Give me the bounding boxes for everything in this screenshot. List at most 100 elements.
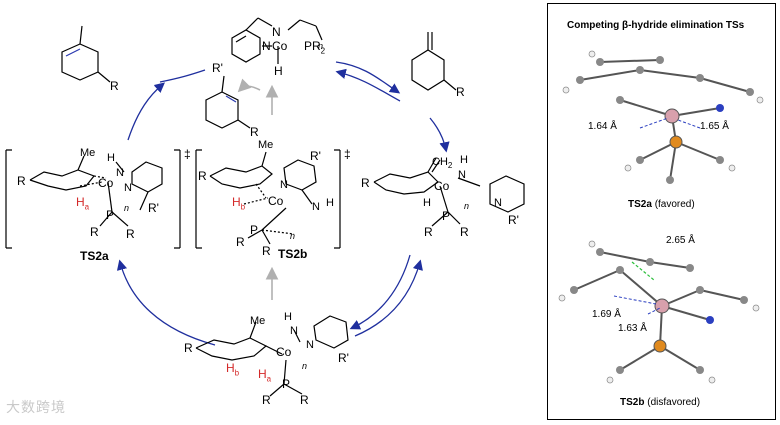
cat-n-subscript: n (318, 41, 324, 51)
major-product-r-label: R (110, 79, 119, 93)
ins-r3-label: R (460, 225, 469, 239)
ts2a-co-label: Co (98, 176, 114, 190)
panel-title: Competing β-hydride elimination TSs (567, 20, 745, 31)
ins-n-subscript: n (464, 201, 470, 211)
ts2a-dist1-label: 1.64 Å (588, 121, 617, 132)
ts2b-hb-text: H (232, 195, 241, 209)
alkyl-n1-label: N (290, 325, 298, 337)
competing-ts-panel (547, 3, 776, 420)
ts2a-panel-name: TS2a (628, 199, 652, 210)
ts2b-panel-label: TS2b (disfavored) (620, 398, 700, 408)
ts2a-dist2-label: 1.65 Å (700, 121, 729, 132)
ts2b-dagger: ‡ (344, 147, 351, 161)
ts2a-structure (5, 149, 181, 249)
ts2a-h-label: H (107, 152, 115, 164)
arrow-catalyst-to-product (159, 69, 206, 83)
catalyst-structure (231, 17, 323, 64)
ts2a-cycle-label: TS2a (80, 249, 109, 263)
ts2a-panel-note: (favored) (654, 199, 695, 210)
ts2b-n-subscript: n (290, 231, 296, 241)
cat-rprime-label: R' (212, 61, 223, 75)
ts2a-ha-label: Ha (76, 196, 89, 211)
ins-n2-label: N (494, 197, 502, 209)
substrate-r-label: R (456, 85, 465, 99)
major-product-alkene (61, 25, 111, 83)
ts2b-n1-label: N (280, 179, 288, 191)
ts2b-p-label: P (250, 223, 259, 237)
arrow-catalyst-to-substrate (335, 61, 401, 94)
ins-r1-label: R (361, 176, 370, 190)
cat-n-label: N (272, 25, 281, 39)
ins-h-label: H (423, 197, 431, 209)
ins-n1-label: N (458, 169, 466, 181)
ts2a-p-label: P (106, 208, 115, 222)
ts2b-co-atom (654, 298, 670, 314)
ins-rprime-label: R' (508, 213, 519, 227)
cycle-arrows (116, 61, 450, 346)
alkyl-n-subscript: n (302, 361, 308, 371)
cat-n2-label: N (262, 39, 271, 53)
ts2a-rprime-label: R' (148, 201, 159, 215)
ts2b-h-label: H (326, 197, 334, 209)
ts2b-r1-label: R (198, 169, 207, 183)
ts2b-panel-note: (disfavored) (647, 397, 701, 408)
alkyl-hb-label: Hb (226, 362, 239, 377)
ts2a-ha-text: H (76, 195, 85, 209)
ins-ch2-text: CH (432, 156, 448, 168)
ts2b-n-atom (706, 316, 714, 324)
ts2b-cycle-label: TS2b (278, 247, 308, 261)
ts2b-hb-sub: b (240, 202, 246, 212)
alkyl-me-label: Me (250, 315, 266, 327)
ts2b-r3-label: R (262, 244, 271, 258)
ts2b-rprime-label: R' (310, 149, 321, 163)
ts2b-3d-render (558, 240, 760, 384)
ins-co-label: Co (434, 179, 450, 193)
ts2b-panel-name: TS2b (620, 397, 645, 408)
ts2a-n2-label: N (124, 182, 132, 194)
cat-pr2-text: PR (304, 39, 321, 53)
ts2b-dist2-label: 1.69 Å (592, 309, 621, 320)
ins-h2-label: H (460, 154, 468, 166)
ts2a-ha-sub: a (84, 202, 90, 212)
alkyl-n2-label: N (306, 339, 314, 351)
ts2a-p-atom (669, 135, 683, 149)
ts2b-co-label: Co (268, 194, 284, 208)
minor-product-alkene (205, 75, 251, 129)
arrow-alkyl-to-ts2a (116, 259, 216, 346)
watermark: 大数跨境 (6, 399, 66, 415)
alkyl-rprime-label: R' (338, 351, 349, 365)
ts2b-p-atom (653, 339, 667, 353)
alkyl-ha-text: H (258, 367, 267, 381)
gray-arrow-to-minor-product (237, 78, 261, 93)
arrow-ts2a-to-product (127, 82, 165, 141)
arrow-substrate-to-catalyst (335, 68, 401, 102)
ins-p-label: P (442, 209, 451, 223)
alkyl-ha-label: Ha (258, 368, 271, 383)
ts2b-n2-label: N (312, 201, 320, 213)
ts2a-me-label: Me (80, 147, 96, 159)
ts2a-r2-label: R (90, 225, 99, 239)
ins-r2-label: R (424, 225, 433, 239)
ins-ch2-sub: 2 (447, 161, 453, 171)
ts2a-r3-label: R (126, 227, 135, 241)
ts2a-dagger: ‡ (184, 147, 191, 161)
minor-product-r-label: R (250, 125, 259, 139)
ts2b-hb-label: Hb (232, 196, 245, 211)
alkyl-structure (195, 315, 349, 397)
gray-arrows (237, 78, 279, 300)
cat-pr2-sub: 2 (320, 46, 326, 56)
ts2a-r1-label: R (17, 174, 26, 188)
ts2a-3d-render (562, 50, 764, 184)
ts2b-me-label: Me (258, 139, 274, 151)
alkyl-r2-label: R (262, 393, 271, 407)
ts2b-structure (195, 149, 341, 249)
ts2a-n-subscript: n (124, 203, 130, 213)
ts2b-dist1-label: 2.65 Å (666, 235, 695, 246)
cat-pr2-label: PR2 (304, 40, 325, 55)
alkyl-hb-sub: b (234, 368, 240, 378)
ts2a-panel-label: TS2a (favored) (628, 200, 695, 210)
ts2a-n1-label: N (116, 167, 124, 179)
ins-ch2-label: CH2 (432, 157, 452, 170)
insertion-structure (373, 157, 525, 227)
